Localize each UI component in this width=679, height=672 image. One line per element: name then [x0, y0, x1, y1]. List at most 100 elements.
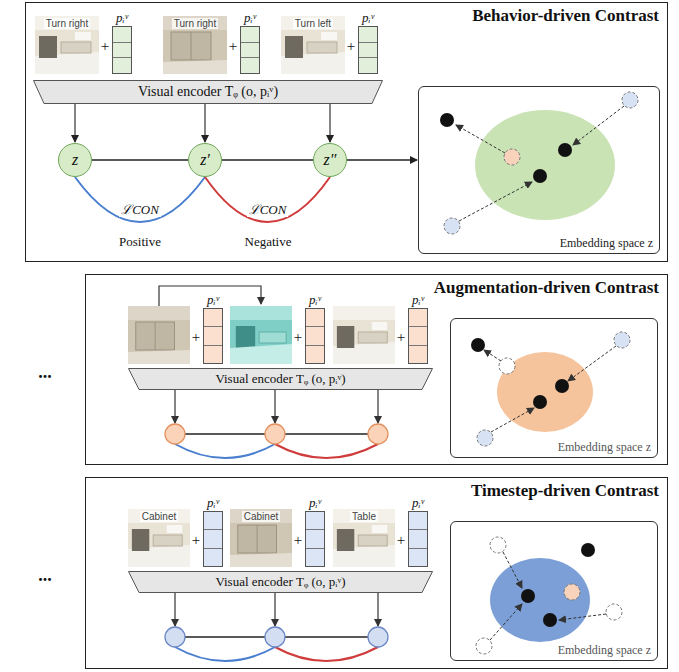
- vector-cell: [204, 326, 222, 344]
- vector-cell: [306, 309, 324, 326]
- observation-image: Cabinet: [230, 509, 292, 567]
- embedding-space: Embedding space z: [450, 318, 658, 458]
- encoder-trapezoid: [34, 81, 383, 104]
- connector: [347, 159, 417, 160]
- action-label: Turn right: [172, 18, 218, 29]
- space-label: Embedding space z: [558, 440, 651, 455]
- plus-sign: +: [294, 532, 302, 548]
- observation-image: Turn right: [35, 16, 99, 74]
- embedding-node: z″: [313, 143, 347, 177]
- pose-label: pᵢᵛ: [412, 292, 424, 308]
- observation-image: Turn left: [281, 16, 345, 74]
- pose-label: pᵢᵛ: [116, 10, 128, 26]
- embedding-symbol: z: [72, 152, 78, 168]
- encoder-trapezoid: [129, 572, 433, 593]
- encoder-label: Visual encoder Tᵩ (o, pᵢᵛ): [138, 84, 278, 100]
- vector-cell: [306, 345, 324, 363]
- encoder-label: Visual encoder Tᵩ (o, pᵢᵛ): [215, 574, 345, 590]
- vector-cell: [241, 27, 259, 42]
- vector-cell: [204, 512, 222, 529]
- plus-sign: +: [229, 38, 237, 54]
- pose-vector: pᵢᵛ: [305, 495, 325, 567]
- panel-frame: Timestep-driven ContrastCabinetpᵢᵛCabine…: [85, 477, 668, 669]
- action-label: Turn right: [44, 18, 90, 29]
- pose-vector: pᵢᵛ: [408, 292, 428, 364]
- observation-image: Turn right: [163, 16, 227, 74]
- pose-label: pᵢᵛ: [362, 10, 374, 26]
- space-label: Embedding space z: [558, 643, 651, 658]
- pose-vector: pᵢᵛ: [358, 10, 378, 74]
- connector: [92, 159, 188, 161]
- contrast-label: Positive: [119, 234, 161, 249]
- embedding-node: z′: [188, 143, 222, 177]
- observation-image: Table: [333, 509, 395, 567]
- vector-cell: [409, 345, 427, 363]
- ellipsis-mark: ...: [38, 565, 52, 585]
- plus-sign: +: [192, 532, 200, 548]
- pose-vector: pᵢᵛ: [203, 495, 223, 567]
- pose-vector: pᵢᵛ: [203, 292, 223, 364]
- visual-encoder: Visual encoder Tᵩ (o, pᵢᵛ): [128, 571, 433, 593]
- encoder-trapezoid: [129, 369, 433, 390]
- vector-cell: [204, 309, 222, 326]
- connector: [222, 159, 313, 161]
- action-label: Cabinet: [242, 511, 280, 522]
- vector-cell: [409, 548, 427, 566]
- vector-bar: [203, 308, 223, 364]
- vector-cell: [359, 57, 377, 73]
- vector-bar: [408, 308, 428, 364]
- pose-vector: pᵢᵛ: [112, 10, 132, 74]
- vector-bar: [240, 26, 260, 74]
- plus-sign: +: [101, 38, 109, 54]
- vector-cell: [306, 529, 324, 547]
- vector-cell: [306, 326, 324, 344]
- embedding-space: Embedding space z: [418, 86, 660, 254]
- plus-sign: +: [192, 329, 200, 345]
- ellipsis-mark: ...: [38, 362, 52, 382]
- pose-label: pᵢᵛ: [207, 292, 219, 308]
- loss-label: ℒCON: [119, 202, 161, 217]
- embedding-symbol: z″: [324, 152, 337, 168]
- action-label: Table: [350, 511, 378, 522]
- vector-cell: [359, 27, 377, 42]
- vector-cell: [306, 548, 324, 566]
- encoder-label: Visual encoder Tᵩ (o, pᵢᵛ): [215, 371, 345, 387]
- observation-image: Cabinet: [128, 509, 190, 567]
- connector: [74, 104, 75, 142]
- plus-sign: +: [347, 38, 355, 54]
- pose-label: pᵢᵛ: [244, 10, 256, 26]
- vector-cell: [409, 529, 427, 547]
- connector: [204, 104, 205, 142]
- action-label: Turn left: [293, 18, 333, 29]
- plus-sign: +: [397, 532, 405, 548]
- embedding-symbol: z′: [200, 152, 210, 168]
- vector-cell: [204, 548, 222, 566]
- visual-encoder: Visual encoder Tᵩ (o, pᵢᵛ): [128, 368, 433, 390]
- vector-bar: [305, 511, 325, 567]
- plus-sign: +: [294, 329, 302, 345]
- plus-sign: +: [397, 329, 405, 345]
- vector-cell: [113, 27, 131, 42]
- pose-label: pᵢᵛ: [309, 495, 321, 511]
- vector-cell: [113, 42, 131, 58]
- embedding-node: z: [58, 143, 92, 177]
- connector: [75, 177, 205, 222]
- vector-cell: [241, 42, 259, 58]
- pose-label: pᵢᵛ: [412, 495, 424, 511]
- vector-cell: [204, 529, 222, 547]
- connector: [205, 177, 330, 222]
- visual-encoder: Visual encoder Tᵩ (o, pᵢᵛ): [33, 80, 383, 104]
- vector-cell: [113, 57, 131, 73]
- vector-cell: [409, 326, 427, 344]
- contrast-label: Negative: [245, 234, 292, 249]
- vector-bar: [358, 26, 378, 74]
- loss-label: ℒCON: [247, 202, 289, 217]
- embedding-space: Embedding space z: [450, 521, 658, 661]
- panel-frame: Behavior-driven ContrastTurn rightpᵢᵛTur…: [25, 2, 668, 262]
- pose-vector: pᵢᵛ: [240, 10, 260, 74]
- vector-cell: [241, 57, 259, 73]
- pose-label: pᵢᵛ: [309, 292, 321, 308]
- vector-cell: [409, 309, 427, 326]
- vector-cell: [359, 42, 377, 58]
- vector-cell: [409, 512, 427, 529]
